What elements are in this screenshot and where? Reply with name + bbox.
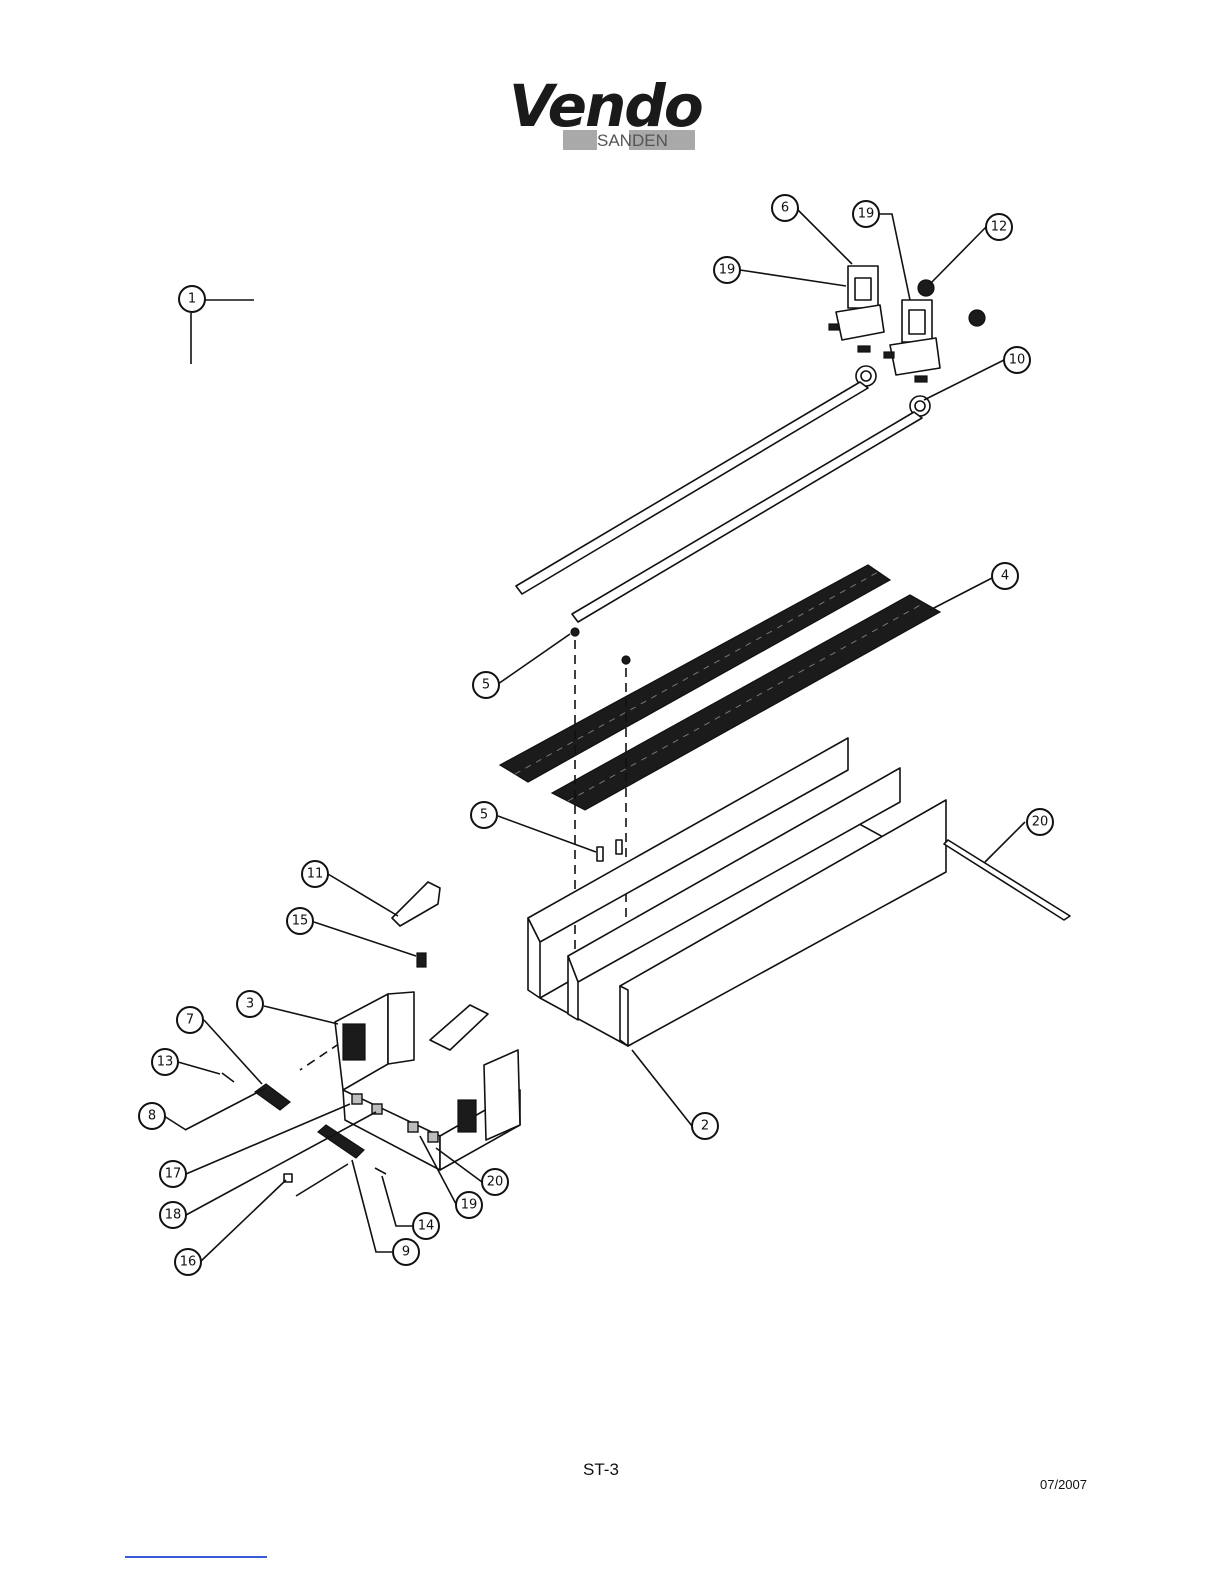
revision-date: 07/2007 (1040, 1477, 1087, 1492)
svg-text:7: 7 (186, 1013, 194, 1028)
svg-text:18: 18 (165, 1208, 182, 1223)
callout-8: 8 (139, 1103, 165, 1129)
svg-text:3: 3 (246, 997, 254, 1012)
callout-11: 11 (302, 861, 328, 887)
shelf-bracket-right (884, 300, 940, 382)
pin (296, 1164, 348, 1196)
callout-19: 19 (853, 201, 879, 227)
callout-20: 20 (1027, 809, 1053, 835)
clip (222, 1073, 234, 1082)
spring-wire (185, 1088, 266, 1130)
callout-9: 9 (393, 1239, 419, 1265)
front-end-assembly (335, 992, 520, 1170)
spiral-rod-left (516, 366, 876, 594)
callout-2: 2 (692, 1113, 718, 1139)
callout-5: 5 (471, 802, 497, 828)
callout-15: 15 (287, 908, 313, 934)
svg-text:1: 1 (188, 292, 196, 307)
pusher-bar (318, 1125, 364, 1158)
guide-rod (944, 840, 1070, 920)
callout-19: 19 (456, 1192, 482, 1218)
callout-1: 1 (179, 286, 205, 312)
callout-20: 20 (482, 1169, 508, 1195)
svg-text:8: 8 (148, 1109, 156, 1124)
svg-text:20: 20 (1032, 815, 1049, 830)
svg-text:11: 11 (307, 867, 324, 882)
callout-14: 14 (413, 1213, 439, 1239)
callout-12: 12 (986, 214, 1012, 240)
footer-rule (125, 1556, 267, 1558)
page-number: ST-3 (583, 1460, 619, 1480)
svg-text:19: 19 (461, 1198, 478, 1213)
svg-text:14: 14 (418, 1219, 435, 1234)
callout-7: 7 (177, 1007, 203, 1033)
callout-13: 13 (152, 1049, 178, 1075)
svg-text:17: 17 (165, 1167, 182, 1182)
callout-6: 6 (772, 195, 798, 221)
svg-text:10: 10 (1009, 353, 1026, 368)
lever-arm (255, 1084, 290, 1110)
svg-text:13: 13 (157, 1055, 174, 1070)
callout-19: 19 (714, 257, 740, 283)
svg-text:12: 12 (991, 220, 1008, 235)
shelf-bracket-left (829, 266, 884, 352)
svg-text:5: 5 (480, 808, 488, 823)
nut (969, 310, 985, 326)
svg-text:4: 4 (1001, 569, 1009, 584)
clip (375, 1168, 386, 1174)
svg-text:2: 2 (701, 1119, 709, 1134)
callout-5: 5 (473, 672, 499, 698)
callout-18: 18 (160, 1202, 186, 1228)
svg-text:20: 20 (487, 1175, 504, 1190)
callout-10: 10 (1004, 347, 1030, 373)
svg-text:19: 19 (858, 207, 875, 222)
callout-3: 3 (237, 991, 263, 1017)
svg-text:15: 15 (292, 914, 309, 929)
svg-text:19: 19 (719, 263, 736, 278)
clip-part (392, 882, 440, 926)
svg-text:5: 5 (482, 678, 490, 693)
svg-text:6: 6 (781, 201, 789, 216)
svg-text:9: 9 (402, 1245, 410, 1260)
callout-16: 16 (175, 1249, 201, 1275)
tab-part (417, 953, 426, 967)
callout-17: 17 (160, 1161, 186, 1187)
svg-text:16: 16 (180, 1255, 197, 1270)
callout-4: 4 (992, 563, 1018, 589)
